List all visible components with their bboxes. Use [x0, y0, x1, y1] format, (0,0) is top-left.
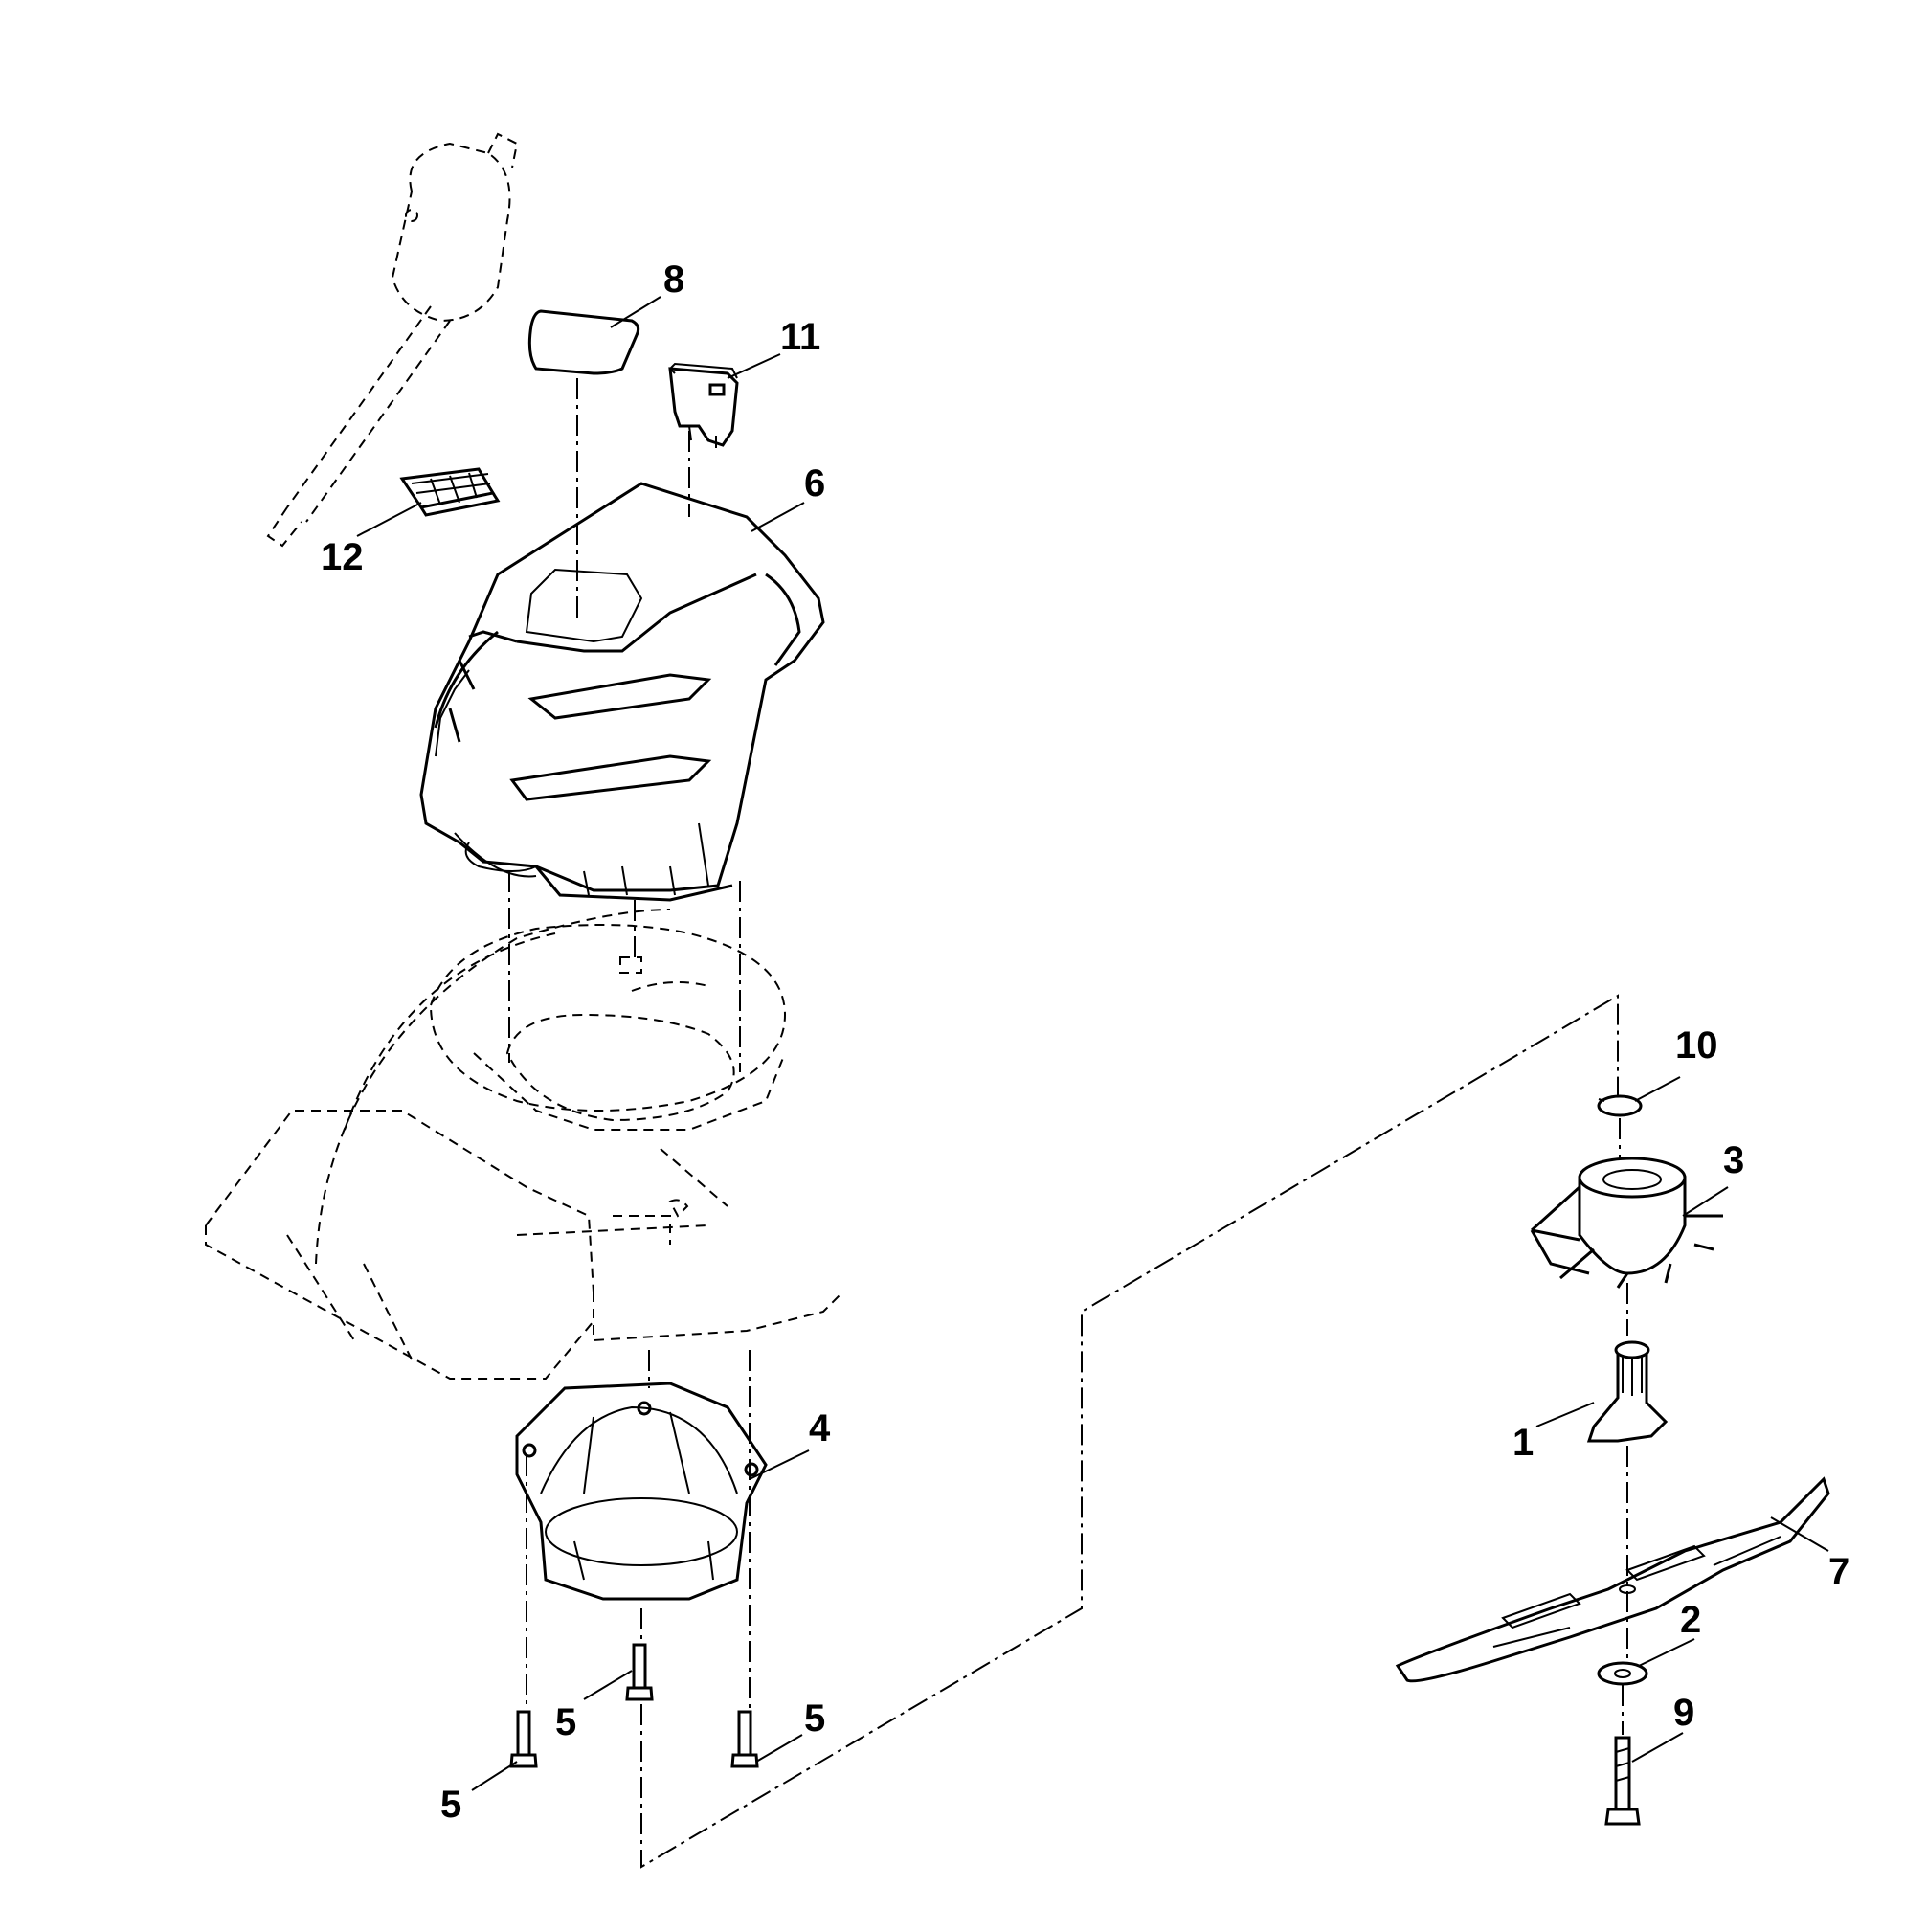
- callout-4: 4: [809, 1407, 831, 1449]
- part-1-hub-adapter: [1586, 1340, 1669, 1443]
- callout-labels: 8 11 12 6 10 3 4 1 7 2 9 5 5 5: [321, 258, 1849, 1826]
- part-11-safety-key: [668, 362, 739, 448]
- part-6-battery-hood: [419, 482, 825, 902]
- part-10-circlip: [1597, 1094, 1643, 1117]
- assembly-lines: [508, 378, 1628, 1869]
- callout-2: 2: [1680, 1599, 1701, 1641]
- callout-10: 10: [1675, 1024, 1718, 1067]
- part-5-screws: [509, 1643, 759, 1768]
- callout-9: 9: [1673, 1692, 1694, 1734]
- screw-5-left: [509, 1710, 538, 1768]
- callout-6: 6: [804, 462, 825, 505]
- part-12-terminal-block: [399, 467, 501, 517]
- callout-5-middle: 5: [555, 1701, 576, 1743]
- part-4-motor-housing: [515, 1382, 768, 1601]
- callout-5-right: 5: [804, 1697, 825, 1740]
- callout-8: 8: [663, 258, 684, 301]
- callout-11: 11: [780, 316, 820, 358]
- callout-3: 3: [1723, 1139, 1744, 1181]
- ghost-handle-console: [266, 132, 519, 548]
- leader-lines: [356, 296, 1829, 1791]
- callout-1: 1: [1512, 1422, 1534, 1464]
- part-7-blade: [1395, 1476, 1830, 1683]
- screw-5-right: [730, 1710, 759, 1768]
- part-2-washer: [1597, 1661, 1648, 1686]
- screw-5-middle: [625, 1643, 654, 1701]
- callout-12: 12: [321, 536, 364, 578]
- part-9-blade-bolt: [1604, 1736, 1641, 1826]
- ghost-mower-deck: [205, 909, 843, 1380]
- callout-5-left: 5: [440, 1784, 461, 1826]
- callout-7: 7: [1828, 1551, 1849, 1593]
- part-3-fan: [1530, 1157, 1723, 1289]
